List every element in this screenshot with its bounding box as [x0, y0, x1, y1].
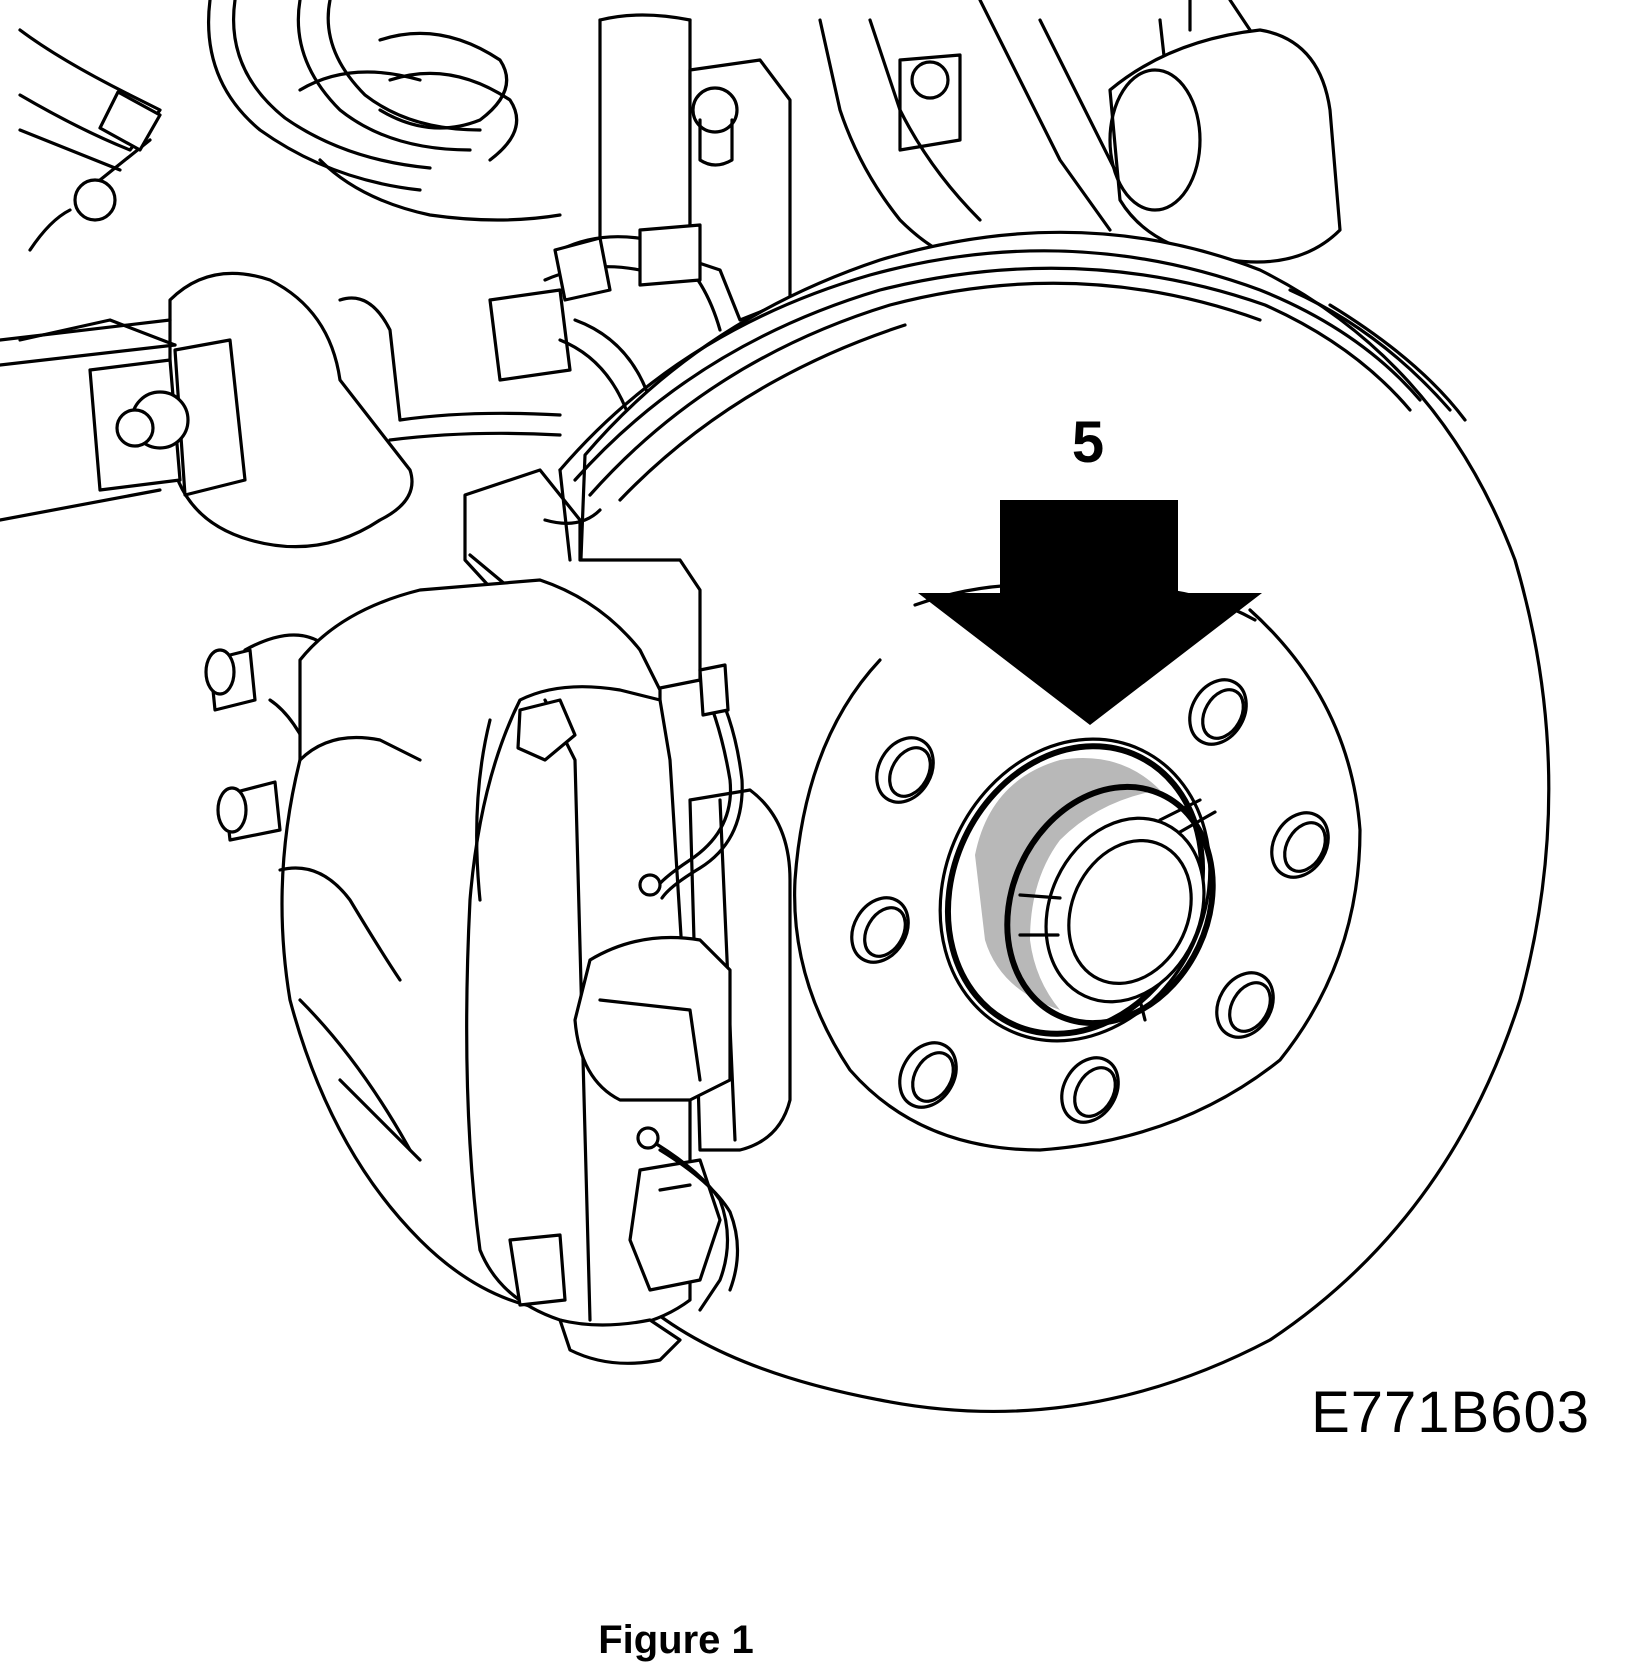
callout-arrow	[918, 500, 1262, 725]
suspension-background	[0, 0, 1342, 842]
brake-caliper	[278, 468, 792, 1365]
wheel-bolt-holes	[850, 678, 1330, 1124]
callout-number: 5	[1072, 410, 1104, 475]
figure-caption: Figure 1	[598, 1618, 754, 1662]
hub-center-bore	[938, 737, 1217, 1043]
reference-code: E771B603	[1311, 1380, 1590, 1445]
